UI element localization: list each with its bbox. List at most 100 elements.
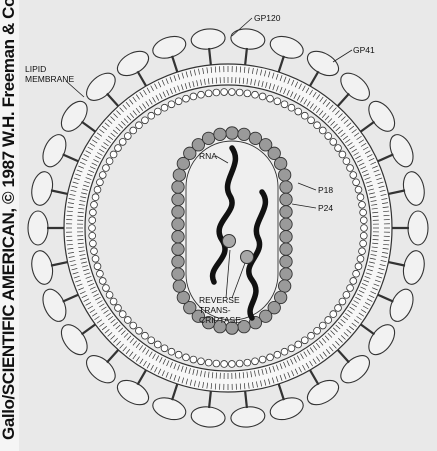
p18-bead bbox=[335, 145, 342, 152]
p18-bead bbox=[99, 172, 106, 179]
p24-bead bbox=[177, 291, 189, 303]
p24-bead bbox=[280, 193, 292, 205]
gp41-stalk bbox=[279, 56, 284, 72]
p18-bead bbox=[89, 240, 96, 247]
p18-bead bbox=[350, 172, 357, 179]
leader-line bbox=[333, 50, 352, 62]
p18-bead bbox=[325, 133, 332, 140]
p18-bead bbox=[228, 89, 235, 96]
p18-bead bbox=[319, 322, 326, 329]
p18-bead bbox=[136, 327, 143, 334]
p18-bead bbox=[288, 345, 295, 352]
p18-bead bbox=[350, 278, 357, 285]
p24-bead bbox=[274, 157, 286, 169]
gp41-stalk bbox=[279, 384, 284, 400]
p18-bead bbox=[252, 358, 259, 365]
p18-bead bbox=[92, 255, 99, 262]
gp41-stalk bbox=[172, 384, 177, 400]
p24-bead bbox=[172, 268, 184, 280]
p18-bead bbox=[295, 341, 302, 348]
gp41-stalk bbox=[107, 93, 118, 106]
label-p24: P24 bbox=[318, 203, 333, 213]
p24-bead bbox=[172, 206, 184, 218]
gp41-stalk bbox=[388, 190, 405, 194]
gp120-knob bbox=[150, 394, 189, 424]
p18-bead bbox=[130, 127, 137, 134]
p18-bead bbox=[361, 225, 368, 232]
gp120-knob bbox=[82, 350, 121, 388]
gp41-stalk bbox=[361, 324, 375, 334]
p18-bead bbox=[236, 89, 243, 96]
gp120-knob bbox=[401, 249, 428, 286]
gp41-stalk bbox=[51, 190, 68, 194]
p18-bead bbox=[198, 91, 205, 98]
gp41-stalk bbox=[82, 122, 96, 132]
p18-bead bbox=[183, 95, 190, 102]
p18-bead bbox=[124, 317, 131, 324]
p18-bead bbox=[161, 104, 168, 111]
p18-bead bbox=[308, 117, 315, 124]
p24-bead bbox=[172, 255, 184, 267]
p18-bead bbox=[355, 263, 362, 270]
gp41-stalk bbox=[209, 391, 211, 408]
p18-bead bbox=[89, 232, 96, 239]
gp120-knob bbox=[364, 97, 400, 136]
p18-bead bbox=[353, 270, 360, 277]
gp120-knob bbox=[190, 405, 226, 428]
gp120-knob bbox=[401, 170, 428, 207]
label-lipid-membrane-2: MEMBRANE bbox=[25, 74, 74, 84]
p18-bead bbox=[142, 117, 149, 124]
gp120-knob bbox=[56, 97, 92, 136]
p18-bead bbox=[205, 359, 212, 366]
gp120-knob bbox=[267, 394, 306, 424]
label-reverse-transcriptase-3: CRIPTASE bbox=[199, 315, 241, 325]
p24-bead bbox=[202, 132, 214, 144]
gp120-knob bbox=[386, 131, 418, 170]
p18-bead bbox=[119, 139, 126, 146]
gp120-knob bbox=[28, 211, 48, 245]
gp120-knob bbox=[82, 68, 121, 106]
p18-bead bbox=[228, 361, 235, 368]
gp120-knob bbox=[113, 375, 152, 409]
p18-bead bbox=[360, 240, 367, 247]
gp120-knob bbox=[267, 33, 306, 63]
p24-bead bbox=[280, 218, 292, 230]
label-gp41: GP41 bbox=[353, 45, 375, 55]
p18-bead bbox=[92, 194, 99, 201]
gp41-stalk bbox=[82, 324, 96, 334]
gp120-knob bbox=[303, 46, 342, 80]
label-lipid-membrane-1: LIPID bbox=[25, 64, 46, 74]
p24-bead bbox=[238, 128, 250, 140]
gp120-knob bbox=[56, 320, 92, 359]
p18-bead bbox=[136, 122, 143, 129]
p18-bead bbox=[106, 158, 113, 165]
gp41-stalk bbox=[63, 154, 79, 161]
p18-bead bbox=[183, 354, 190, 361]
gp41-stalk bbox=[51, 262, 68, 266]
p18-bead bbox=[244, 359, 251, 366]
gp41-stalk bbox=[245, 48, 247, 65]
p18-bead bbox=[106, 291, 113, 298]
reverse-transcriptase-1 bbox=[223, 235, 236, 248]
gp41-stalk bbox=[63, 295, 79, 302]
p18-bead bbox=[339, 298, 346, 305]
p24-bead bbox=[278, 280, 290, 292]
p18-bead bbox=[97, 179, 104, 186]
p18-bead bbox=[168, 101, 175, 108]
p18-bead bbox=[205, 90, 212, 97]
p24-bead bbox=[172, 231, 184, 243]
p18-bead bbox=[148, 112, 155, 119]
p18-bead bbox=[213, 89, 220, 96]
gp41-stalk bbox=[310, 71, 319, 86]
p18-bead bbox=[213, 360, 220, 367]
gp120-knob bbox=[230, 27, 266, 50]
gp41-stalk bbox=[209, 48, 211, 65]
p18-bead bbox=[97, 270, 104, 277]
p18-bead bbox=[357, 194, 364, 201]
gp41-stalk bbox=[338, 350, 349, 363]
gp120-knob bbox=[29, 249, 56, 286]
p18-bead bbox=[110, 298, 117, 305]
p18-bead bbox=[124, 133, 131, 140]
label-reverse-transcriptase-1: REVERSE bbox=[199, 295, 240, 305]
